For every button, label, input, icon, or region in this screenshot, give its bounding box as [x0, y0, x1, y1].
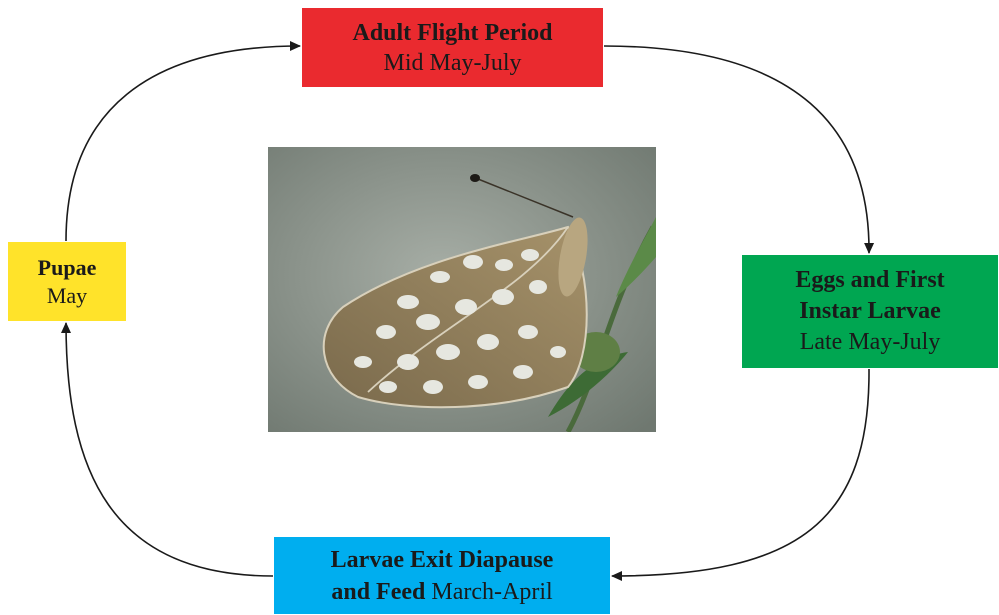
eggs-stage-title-line2: Instar Larvae	[799, 296, 941, 327]
adult-flight-period-box: Adult Flight Period Mid May-July	[302, 8, 603, 87]
adult-stage-period: Mid May-July	[384, 48, 522, 78]
pupae-stage-title: Pupae	[38, 254, 97, 282]
arrow-pupae-to-adult	[66, 46, 300, 241]
adult-stage-title: Adult Flight Period	[352, 18, 552, 48]
eggs-stage-period: Late May-July	[800, 327, 941, 358]
eggs-stage-title-line1: Eggs and First	[795, 265, 944, 296]
larvae-stage-title-line1: Larvae Exit Diapause	[331, 544, 554, 576]
butterfly-illustration	[268, 147, 656, 432]
pupae-stage-period: May	[47, 282, 87, 310]
arrow-larvae-to-pupae	[66, 323, 273, 576]
larvae-stage-title-line2: and Feed	[331, 579, 425, 605]
eggs-first-instar-box: Eggs and First Instar Larvae Late May-Ju…	[742, 255, 998, 368]
antenna-tip	[470, 174, 480, 182]
butterfly-photo	[268, 147, 656, 432]
larvae-exit-diapause-box: Larvae Exit Diapause and Feed March-Apri…	[274, 537, 610, 614]
pupae-box: Pupae May	[8, 242, 126, 321]
larvae-stage-period: March-April	[431, 579, 552, 605]
